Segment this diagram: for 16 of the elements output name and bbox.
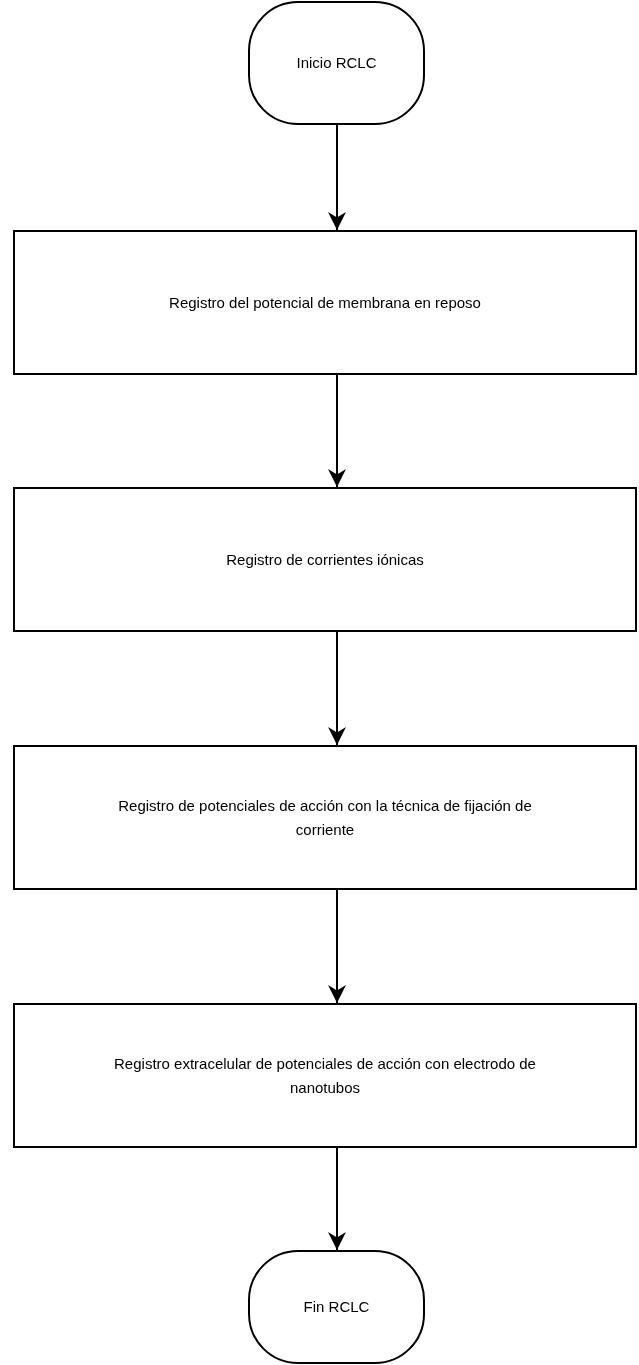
arrow bbox=[328, 631, 346, 746]
process-box bbox=[13, 230, 637, 375]
node-text: Registro del potencial de membrana en reposo bbox=[169, 292, 481, 313]
node-text: Registro extracelular de potenciales de acción con electrodo de nanotubos bbox=[113, 1054, 537, 1098]
arrow bbox=[328, 374, 346, 488]
arrow bbox=[328, 889, 346, 1004]
node-text: Fin RCLC bbox=[303, 1297, 370, 1318]
node-text: Inicio RCLC bbox=[296, 53, 377, 74]
node-text: Registro de corrientes iónicas bbox=[226, 549, 424, 570]
process-box bbox=[13, 745, 637, 890]
process-box bbox=[13, 487, 637, 632]
process-box bbox=[13, 1003, 637, 1148]
arrow bbox=[328, 124, 346, 231]
arrow bbox=[328, 1147, 346, 1251]
terminal-shape bbox=[248, 1, 425, 125]
node-text: Registro de potenciales de acción con la técnica de fijación de corriente bbox=[117, 796, 533, 840]
